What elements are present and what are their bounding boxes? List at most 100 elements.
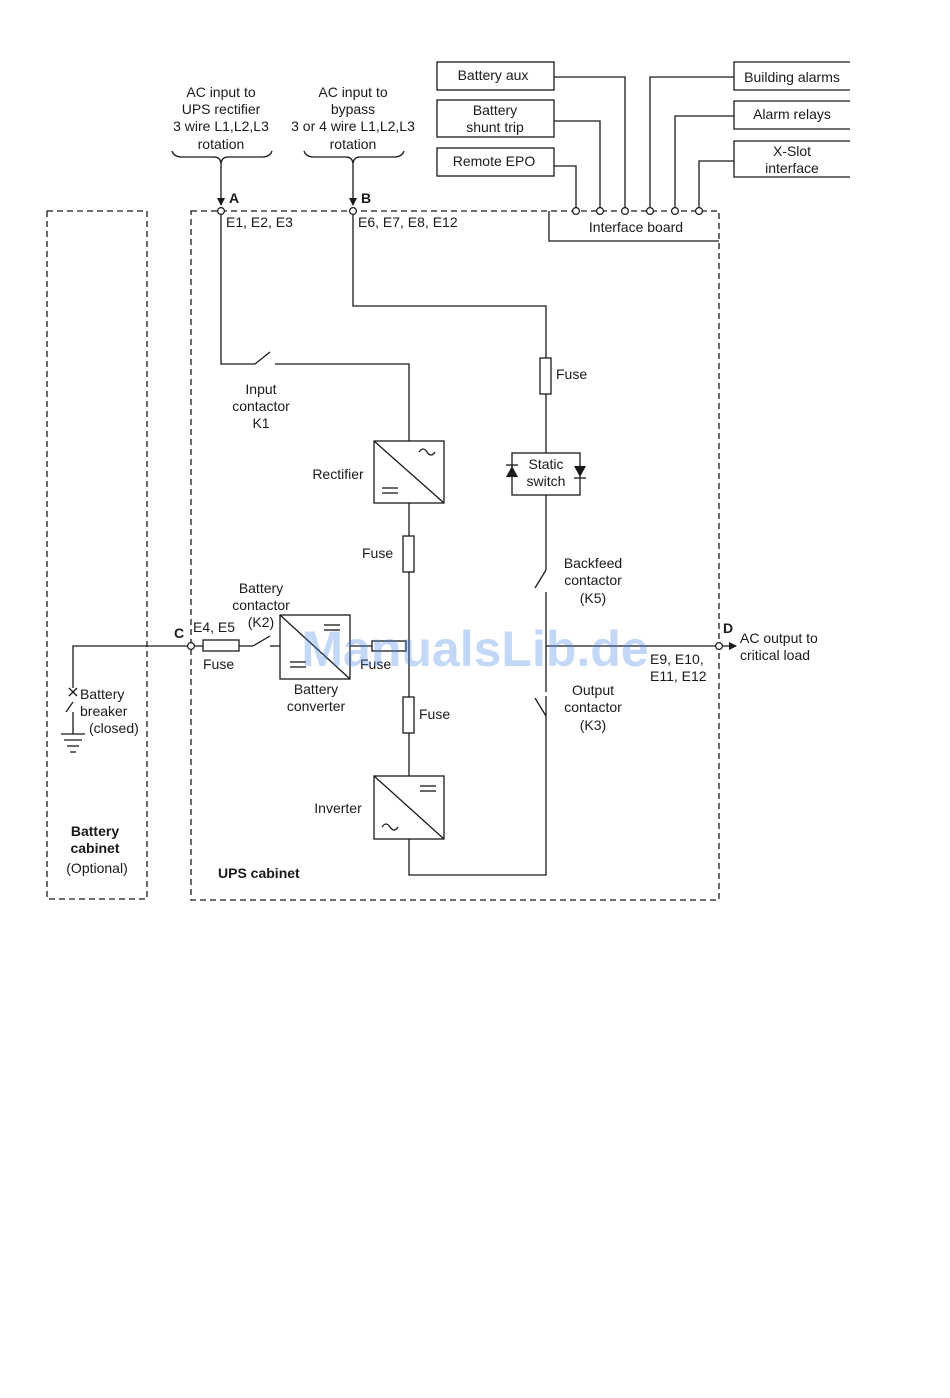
terminal-b-label: B	[361, 190, 371, 206]
alarm-relays-wire	[674, 115, 734, 211]
input-contactor-label-1: Input	[245, 381, 276, 397]
terminal-c-label: C	[174, 625, 184, 641]
rectifier-feed-wire	[220, 211, 255, 365]
battery-contactor-label-1: Battery	[239, 580, 283, 596]
ups-cabinet: UPS cabinet	[190, 210, 720, 901]
building-alarms-label: Building alarms	[744, 69, 840, 85]
interface-box-battery-aux: Battery aux	[436, 61, 555, 91]
rectifier-fuse-label: Fuse	[362, 545, 393, 561]
interface-board: Interface board	[548, 211, 719, 242]
interface-terminal-6	[694, 207, 703, 216]
inverter-fuse-label: Fuse	[419, 706, 450, 722]
interface-terminal-4	[645, 207, 654, 216]
terminal-b-pins: E6, E7, E8, E12	[358, 214, 458, 230]
interface-board-label: Interface board	[589, 219, 683, 235]
terminal-b	[349, 207, 358, 216]
ground-symbol	[61, 733, 85, 753]
battery-shunt-trip-label-1: Battery	[473, 102, 517, 118]
terminal-d-pins-1: E9, E10,	[650, 651, 704, 667]
watermark: ManualsLib.de	[301, 621, 648, 677]
interface-box-xslot: X-Slot interface	[733, 140, 850, 178]
rectifier-input-line-3: 3 wire L1,L2,L3	[173, 118, 269, 134]
battery-breaker-label-2: breaker	[80, 703, 128, 719]
bypass-input-line-3: 3 or 4 wire L1,L2,L3	[291, 118, 415, 134]
rectifier-input-line-4: rotation	[198, 136, 245, 152]
rectifier-block	[373, 440, 445, 504]
input-contactor-switch	[254, 351, 271, 365]
terminal-d-pins-2: E11, E12	[650, 668, 707, 684]
rectifier-input-line-2: UPS rectifier	[182, 101, 261, 117]
backfeed-contactor-switch	[534, 569, 547, 589]
rectifier-fuse	[402, 535, 415, 573]
terminal-c	[187, 641, 196, 650]
backfeed-contactor-label-1: Backfeed	[564, 555, 622, 571]
alarm-relays-label: Alarm relays	[753, 106, 831, 122]
terminal-d	[714, 641, 723, 650]
interface-box-building-alarms: Building alarms	[733, 61, 850, 91]
battery-converter-block	[279, 614, 351, 680]
bypass-fuse	[539, 357, 552, 395]
remote-epo-wire	[554, 165, 577, 211]
battery-cabinet-label-2: cabinet	[70, 840, 119, 856]
terminal-c-pins: E4, E5	[193, 619, 235, 635]
battery-converter-fuse-label: Fuse	[360, 656, 391, 672]
battery-converter-label-1: Battery	[294, 681, 338, 697]
inverter-fuse	[402, 696, 415, 734]
bypass-input-line-4: rotation	[330, 136, 377, 152]
battery-cabinet-wire	[72, 645, 191, 688]
battery-converter-label-2: converter	[287, 698, 346, 714]
rectifier-label: Rectifier	[312, 466, 364, 482]
interface-box-remote-epo: Remote EPO	[436, 147, 555, 177]
rectifier-input-brace	[171, 150, 273, 164]
battery-breaker-mark-2	[68, 687, 78, 697]
terminal-d-label: D	[723, 620, 733, 636]
output-contactor-label-3: (K3)	[580, 717, 606, 733]
battery-cabinet-optional: (Optional)	[66, 860, 127, 876]
bypass-fuse-label: Fuse	[556, 366, 587, 382]
terminal-a-pins: E1, E2, E3	[226, 214, 293, 230]
interface-terminal-2	[595, 207, 604, 216]
bypass-input-label: AC input to bypass 3 or 4 wire L1,L2,L3 …	[291, 84, 415, 164]
interface-box-battery-shunt-trip: Battery shunt trip	[436, 99, 555, 138]
input-contactor-label-2: contactor	[232, 398, 290, 414]
backfeed-contactor-label-2: contactor	[564, 572, 622, 588]
rectifier-input-label: AC input to UPS rectifier 3 wire L1,L2,L…	[171, 84, 273, 164]
ac-output-label-1: AC output to	[740, 630, 818, 646]
xslot-label-1: X-Slot	[773, 143, 811, 159]
building-alarms-wire	[649, 76, 734, 211]
battery-cabinet-label-1: Battery	[71, 823, 119, 839]
bypass-input-line-2: bypass	[331, 101, 375, 117]
xslot-label-2: interface	[765, 160, 819, 176]
battery-breaker-switch	[65, 701, 74, 713]
rectifier-input-line-1: AC input to	[186, 84, 255, 100]
interface-box-alarm-relays: Alarm relays	[733, 100, 850, 130]
interface-terminal-1	[571, 207, 580, 216]
ac-output-label-2: critical load	[740, 647, 810, 663]
terminal-a-label: A	[229, 190, 239, 206]
terminal-a	[217, 207, 226, 216]
inverter-label: Inverter	[314, 800, 362, 816]
interface-terminal-3	[620, 207, 629, 216]
xslot-wire	[698, 160, 734, 211]
inverter-output-wire	[408, 696, 547, 876]
battery-cabinet: Battery cabinet (Optional)	[46, 210, 148, 900]
interface-terminal-5	[670, 207, 679, 216]
bypass-input-line-1: AC input to	[318, 84, 387, 100]
battery-converter-fuse	[371, 640, 407, 652]
output-contactor-switch	[534, 697, 547, 717]
battery-fuse-label: Fuse	[203, 656, 234, 672]
rectifier-feed-wire-2	[275, 363, 410, 441]
battery-contactor-label-3: (K2)	[248, 614, 274, 630]
inverter-block	[373, 775, 445, 840]
battery-breaker-label-3: (closed)	[89, 720, 139, 736]
static-switch-label-1: Static	[528, 456, 563, 472]
input-contactor-label-3: K1	[252, 415, 269, 431]
battery-aux-wire	[554, 76, 626, 211]
output-contactor-label-2: contactor	[564, 699, 622, 715]
battery-contactor-switch	[252, 635, 271, 647]
bypass-input-brace	[303, 150, 405, 164]
static-switch-label-2: switch	[527, 473, 566, 489]
remote-epo-label: Remote EPO	[453, 153, 536, 169]
ups-cabinet-label: UPS cabinet	[218, 865, 300, 881]
